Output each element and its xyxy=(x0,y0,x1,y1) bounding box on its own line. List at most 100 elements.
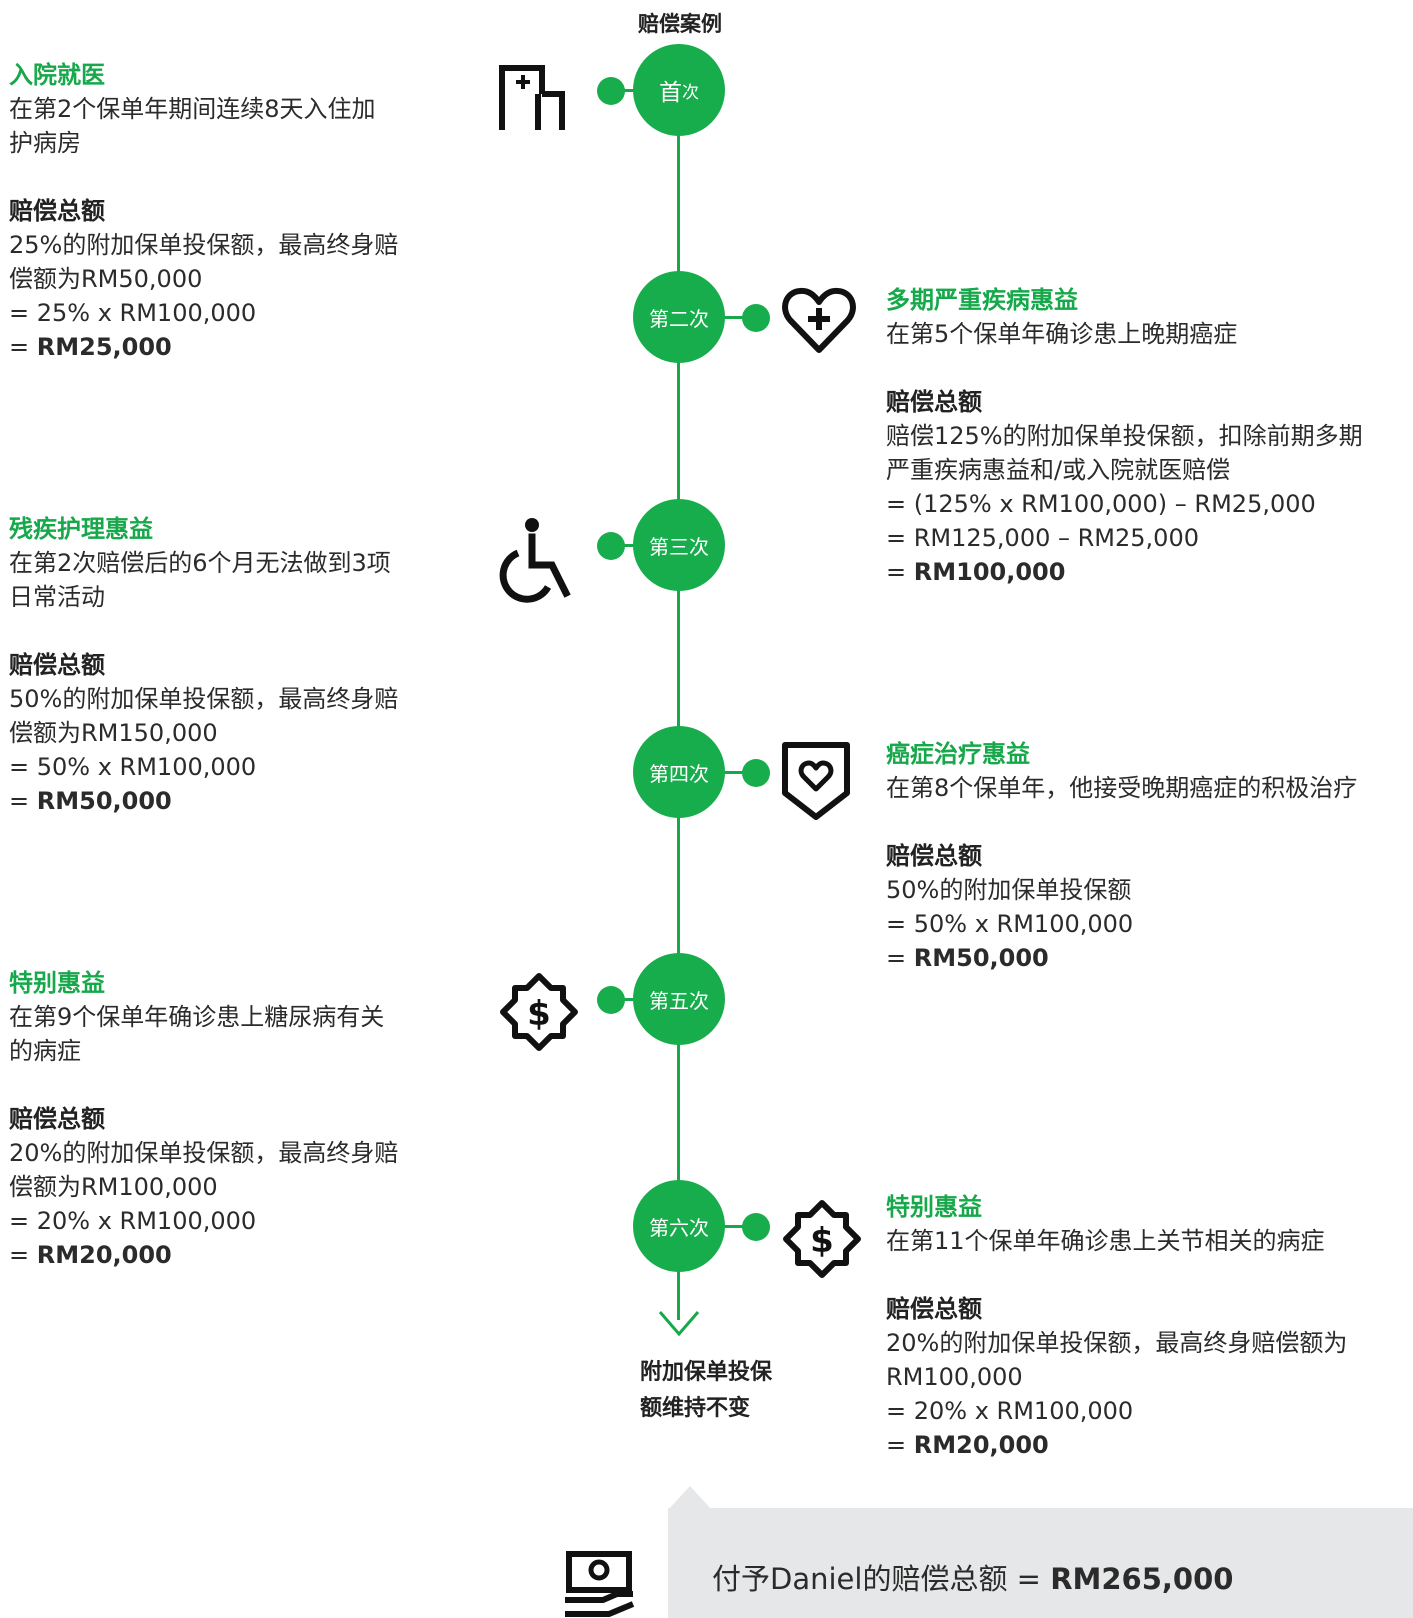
svg-text:$: $ xyxy=(810,1221,834,1261)
amount-line: = RM125,000 – RM25,000 xyxy=(886,524,1199,552)
block-desc: 在第9个保单年确诊患上糖尿病有关 xyxy=(9,1003,385,1031)
shield-heart-icon xyxy=(781,741,851,821)
node-label: 第三次 xyxy=(649,534,709,559)
amount-line: 50%的附加保单投保额 xyxy=(886,876,1132,904)
amount-line: 严重疾病惠益和/或入院就医赔偿 xyxy=(886,456,1231,484)
hospital-icon xyxy=(498,64,568,132)
timeline-line xyxy=(677,90,680,1320)
claim-block-cancer-treatment: 癌症治疗惠益 在第8个保单年，他接受晚期癌症的积极治疗 赔偿总额 50%的附加保… xyxy=(886,737,1408,975)
amount-label: 赔偿总额 xyxy=(9,651,105,679)
claim-block-disability: 残疾护理惠益 在第2次赔偿后的6个月无法做到3项 日常活动 赔偿总额 50%的附… xyxy=(9,512,429,818)
timeline-node-3: 第三次 xyxy=(633,499,725,591)
total-panel-tab xyxy=(668,1486,712,1510)
result-value: RM50,000 xyxy=(913,944,1049,972)
connector-line xyxy=(724,771,748,774)
result-value: RM50,000 xyxy=(36,787,172,815)
block-desc: 在第2个保单年期间连续8天入住加 xyxy=(9,95,376,123)
result-prefix: = xyxy=(886,558,914,586)
amount-line: 偿额为RM150,000 xyxy=(9,719,218,747)
block-desc: 的病症 xyxy=(9,1037,81,1065)
result-prefix: = xyxy=(9,787,37,815)
connector-dot xyxy=(742,304,770,332)
amount-line: = 20% x RM100,000 xyxy=(886,1397,1134,1425)
dollar-badge-icon: $ xyxy=(782,1199,862,1279)
amount-result: = RM50,000 xyxy=(9,784,429,818)
node-label: 第二次 xyxy=(649,306,709,331)
amount-label: 赔偿总额 xyxy=(9,1105,105,1133)
claim-block-critical-illness: 多期严重疾病惠益 在第5个保单年确诊患上晚期癌症 赔偿总额 赔偿125%的附加保… xyxy=(886,283,1408,589)
amount-label: 赔偿总额 xyxy=(886,388,982,416)
block-desc: 在第11个保单年确诊患上关节相关的病症 xyxy=(886,1227,1325,1255)
block-title: 多期严重疾病惠益 xyxy=(886,286,1078,314)
end-label-line: 额维持不变 xyxy=(640,1396,751,1421)
amount-line: = 50% x RM100,000 xyxy=(886,910,1134,938)
claim-block-special-2: 特别惠益 在第11个保单年确诊患上关节相关的病症 赔偿总额 20%的附加保单投保… xyxy=(886,1190,1408,1462)
amount-result: = RM20,000 xyxy=(9,1238,429,1272)
amount-result: = RM20,000 xyxy=(886,1428,1408,1462)
dollar-badge-icon: $ xyxy=(499,972,579,1052)
block-desc: 护病房 xyxy=(9,129,81,157)
wheelchair-icon xyxy=(498,517,574,603)
end-label-line: 附加保单投保 xyxy=(640,1360,773,1385)
payment-hand-icon xyxy=(563,1550,639,1618)
amount-line: RM100,000 xyxy=(886,1363,1023,1391)
block-title: 特别惠益 xyxy=(9,969,105,997)
result-prefix: = xyxy=(9,333,37,361)
result-value: RM25,000 xyxy=(36,333,172,361)
block-title: 癌症治疗惠益 xyxy=(886,740,1030,768)
amount-line: 25%的附加保单投保额，最高终身赔 xyxy=(9,231,399,259)
node-label-main: 首 xyxy=(659,80,682,106)
block-desc: 在第8个保单年，他接受晚期癌症的积极治疗 xyxy=(886,774,1358,802)
amount-label: 赔偿总额 xyxy=(886,1295,982,1323)
total-value: RM265,000 xyxy=(1050,1562,1234,1596)
total-panel xyxy=(668,1508,1413,1618)
node-label: 第四次 xyxy=(649,761,709,786)
amount-line: = (125% x RM100,000) – RM25,000 xyxy=(886,490,1316,518)
arrow-down-icon xyxy=(658,1311,700,1337)
timeline-node-2: 第二次 xyxy=(633,271,725,363)
connector-line xyxy=(724,1225,748,1228)
timeline-node-1: 首次 xyxy=(633,44,725,136)
connector-dot xyxy=(742,759,770,787)
connector-line xyxy=(724,316,748,319)
amount-label: 赔偿总额 xyxy=(886,842,982,870)
timeline-node-6: 第六次 xyxy=(633,1180,725,1272)
block-desc: 日常活动 xyxy=(9,583,105,611)
amount-line: 偿额为RM100,000 xyxy=(9,1173,218,1201)
claim-block-special-1: 特别惠益 在第9个保单年确诊患上糖尿病有关 的病症 赔偿总额 20%的附加保单投… xyxy=(9,966,429,1272)
result-prefix: = xyxy=(886,1431,914,1459)
total-amount: 付予Daniel的赔偿总额 = RM265,000 xyxy=(712,1556,1233,1598)
timeline-node-4: 第四次 xyxy=(633,726,725,818)
connector-dot xyxy=(742,1213,770,1241)
result-value: RM20,000 xyxy=(913,1431,1049,1459)
amount-line: = 25% x RM100,000 xyxy=(9,299,257,327)
block-desc: 在第2次赔偿后的6个月无法做到3项 xyxy=(9,549,391,577)
timeline-title: 赔偿案例 xyxy=(638,12,722,36)
connector-dot xyxy=(597,532,625,560)
connector-dot xyxy=(597,986,625,1014)
amount-line: = 50% x RM100,000 xyxy=(9,753,257,781)
amount-line: = 20% x RM100,000 xyxy=(9,1207,257,1235)
amount-line: 50%的附加保单投保额，最高终身赔 xyxy=(9,685,399,713)
amount-line: 赔偿125%的附加保单投保额，扣除前期多期 xyxy=(886,422,1363,450)
node-label: 第五次 xyxy=(649,988,709,1013)
result-value: RM100,000 xyxy=(913,558,1066,586)
block-title: 特别惠益 xyxy=(886,1193,982,1221)
result-value: RM20,000 xyxy=(36,1241,172,1269)
result-prefix: = xyxy=(9,1241,37,1269)
block-title: 入院就医 xyxy=(9,61,105,89)
result-prefix: = xyxy=(886,944,914,972)
svg-text:$: $ xyxy=(527,994,551,1034)
node-label: 第六次 xyxy=(649,1215,709,1240)
amount-result: = RM50,000 xyxy=(886,941,1408,975)
total-prefix: 付予Daniel的赔偿总额 = xyxy=(712,1562,1051,1596)
amount-line: 20%的附加保单投保额，最高终身赔偿额为 xyxy=(886,1329,1348,1357)
heart-plus-icon xyxy=(782,286,856,356)
amount-line: 20%的附加保单投保额，最高终身赔 xyxy=(9,1139,399,1167)
timeline-node-5: 第五次 xyxy=(633,953,725,1045)
amount-label: 赔偿总额 xyxy=(9,197,105,225)
amount-line: 偿额为RM50,000 xyxy=(9,265,203,293)
block-desc: 在第5个保单年确诊患上晚期癌症 xyxy=(886,320,1238,348)
end-label: 附加保单投保 额维持不变 xyxy=(640,1355,810,1427)
node-label-sub: 次 xyxy=(682,82,699,103)
